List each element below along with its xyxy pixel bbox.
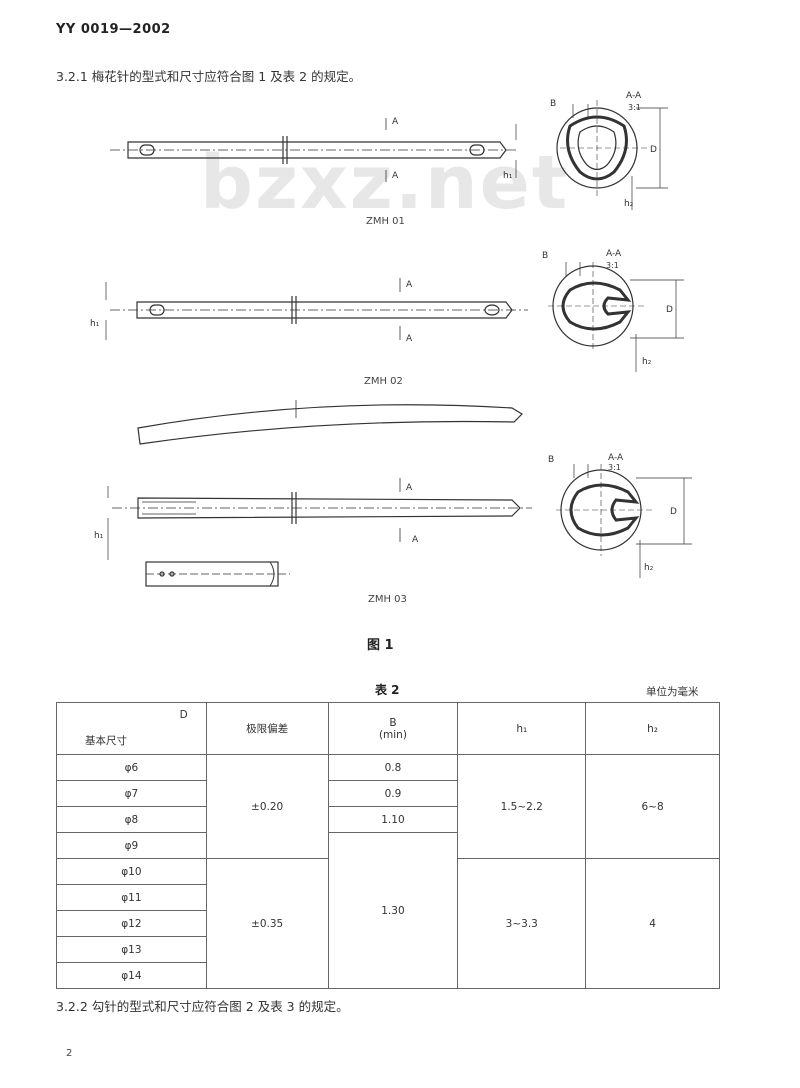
watermark: bzxz.net [200, 140, 570, 226]
zmh03-section-mark-a-bottom: A [412, 535, 419, 545]
table-2: D 基本尺寸 极限偏差 B (min) h₁ h₂ φ6 ±0.20 0.8 1… [56, 702, 720, 989]
cell-deviation-group-1: ±0.20 [205, 754, 329, 859]
header-limit-deviation: 极限偏差 [205, 702, 329, 755]
zmh03-section-title: A-A [608, 453, 624, 463]
cell-basic-size: φ8 [56, 806, 207, 833]
zmh02-caption: ZMH 02 [364, 376, 403, 387]
cell-b: 0.9 [327, 780, 459, 807]
zmh03-needle-side-view [137, 400, 523, 445]
header-d: D [179, 709, 188, 721]
zmh01-b-label: B [550, 99, 556, 109]
zmh01-caption: ZMH 01 [366, 216, 405, 227]
cell-basic-size: φ9 [56, 832, 207, 859]
zmh01-section-mark-a-top: A [392, 117, 399, 127]
zmh02-h2-label: h₂ [642, 357, 652, 367]
zmh02-b-label: B [542, 251, 548, 261]
header-b-min: (min) [378, 728, 407, 741]
table-unit: 单位为毫米 [646, 686, 699, 698]
cell-basic-size: φ13 [56, 936, 207, 963]
cell-deviation-group-2: ±0.35 [205, 858, 329, 989]
table-row: φ10 ±0.35 3~3.3 4 [56, 858, 720, 989]
table-row: φ7 0.9 [56, 780, 720, 807]
zmh03-h2-label: h₂ [644, 563, 654, 573]
table-header-row: D 基本尺寸 极限偏差 B (min) h₁ h₂ [56, 702, 720, 755]
table-title: 表 2 [375, 683, 400, 697]
zmh01-d-label: D [650, 145, 657, 155]
cell-basic-size: φ10 [56, 858, 207, 885]
page-number: 2 [66, 1048, 73, 1059]
zmh02-section-mark-a-bottom: A [406, 334, 413, 344]
zmh03-section-drawing [556, 464, 692, 578]
zmh03-caption: ZMH 03 [368, 594, 407, 605]
zmh03-section-mark-a-top: A [406, 483, 413, 493]
table-row: φ14 [56, 962, 720, 989]
zmh01-section-mark-a-bottom: A [392, 171, 399, 181]
zmh03-d-label: D [670, 507, 677, 517]
clause-3-2-1: 3.2.1 梅花针的型式和尺寸应符合图 1 及表 2 的规定。 [56, 69, 362, 84]
header-h2: h₂ [585, 702, 720, 755]
zmh03-section-scale: 3:1 [608, 463, 621, 472]
zmh02-d-label: D [666, 305, 673, 315]
cell-b-group-2: 1.30 [327, 832, 459, 989]
cell-h1-group-1: 1.5~2.2 [457, 754, 587, 859]
cell-h2-group-2: 4 [585, 858, 720, 989]
zmh01-section-title: A-A [626, 91, 642, 101]
table-row: φ6 ±0.20 0.8 1.5~2.2 6~8 [56, 754, 720, 859]
zmh02-section-mark-a-top: A [406, 280, 413, 290]
standard-code-header: YY 0019—2002 [56, 22, 171, 37]
cell-basic-size: φ11 [56, 884, 207, 911]
cell-basic-size: φ14 [56, 962, 207, 989]
zmh01-needle-drawing [110, 118, 518, 182]
cell-b: 1.10 [327, 806, 459, 833]
header-h1: h₁ [457, 702, 587, 755]
zmh02-h1-label: h₁ [90, 319, 100, 329]
clause-3-2-2: 3.2.2 勾针的型式和尺寸应符合图 2 及表 3 的规定。 [56, 999, 349, 1014]
zmh01-h1-label: h₁ [503, 171, 513, 181]
zmh02-section-scale: 3:1 [606, 261, 619, 270]
zmh03-h1-label: h₁ [94, 531, 104, 541]
header-basic-size: 基本尺寸 [85, 735, 127, 747]
figure-1-drawing: A A h₁ B A-A 3:1 D h₂ A A h₁ B A-A 3:1 D… [90, 91, 692, 587]
table-row: φ12 [56, 910, 720, 937]
header-b-symbol: B [389, 716, 397, 729]
zmh02-needle-drawing [105, 278, 528, 340]
zmh02-section-drawing [548, 262, 684, 372]
cell-h1-group-2: 3~3.3 [457, 858, 587, 989]
cell-b: 0.8 [327, 754, 459, 781]
cell-basic-size: φ12 [56, 910, 207, 937]
header-d-basic-size: D 基本尺寸 [56, 702, 207, 755]
cell-basic-size: φ7 [56, 780, 207, 807]
header-b: B (min) [327, 702, 459, 755]
zmh03-b-label: B [548, 455, 554, 465]
figure-caption: 图 1 [367, 638, 394, 653]
zmh01-section-scale: 3:1 [628, 103, 641, 112]
table-row: φ9 1.30 [56, 832, 720, 989]
zmh02-section-title: A-A [606, 249, 622, 259]
cell-basic-size: φ6 [56, 754, 207, 781]
zmh03-tip-detail [145, 561, 290, 587]
table-row: φ13 [56, 936, 720, 963]
zmh01-section-drawing [556, 100, 668, 210]
zmh03-needle-top-view [107, 478, 532, 560]
zmh01-h2-label: h₂ [624, 199, 634, 209]
cell-h2-group-1: 6~8 [585, 754, 720, 859]
